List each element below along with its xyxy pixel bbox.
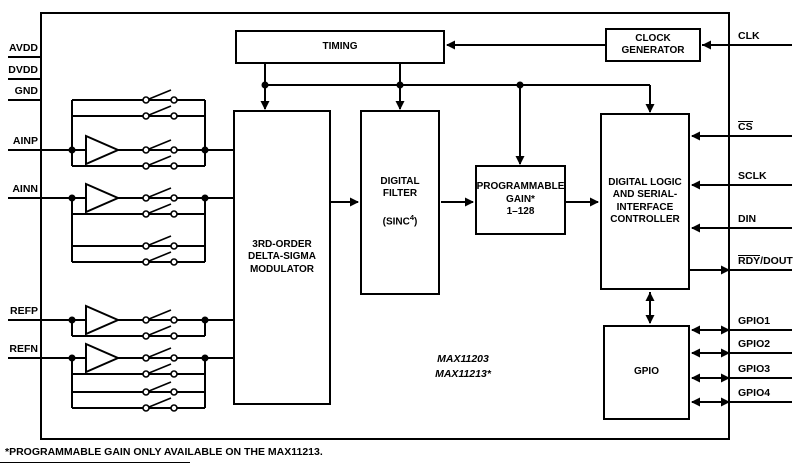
digital-filter-block: DIGITAL FILTER (SINC4): [360, 110, 440, 295]
digital-logic-label: DIGITAL LOGIC AND SERIAL- INTERFACE CONT…: [608, 176, 682, 226]
footnote: *PROGRAMMABLE GAIN ONLY AVAILABLE ON THE…: [5, 446, 323, 458]
digital-filter-label: DIGITAL FILTER (SINC4): [362, 163, 438, 241]
switch-icon: [142, 251, 178, 266]
switch-icon: [142, 325, 178, 340]
switch-icon: [142, 235, 178, 250]
pin-label-rdy-dout: RDY/DOUT: [738, 255, 793, 268]
pin-label-cs: CS: [738, 121, 753, 134]
wires: [8, 44, 792, 409]
rdy-overline-text: RDY: [738, 255, 761, 267]
part-numbers: MAX11203 MAX11213*: [435, 353, 491, 381]
clock-generator-label: CLOCK GENERATOR: [621, 32, 685, 57]
sinc-exponent: 4: [409, 213, 415, 223]
switch-icon: [142, 203, 178, 218]
pin-label-gpio1: GPIO1: [738, 315, 771, 327]
gpio-block: GPIO: [603, 325, 690, 420]
digital-filter-line2: (SINC4): [382, 213, 418, 228]
buffer-amp-icon: [85, 304, 121, 336]
pin-label-dvdd: DVDD: [8, 64, 38, 76]
pin-label-gpio3: GPIO3: [738, 363, 771, 375]
buffer-amp-icon: [85, 134, 121, 166]
digital-filter-line1: DIGITAL FILTER: [380, 175, 420, 200]
timing-block: TIMING: [235, 30, 445, 64]
pin-label-sclk: SCLK: [738, 170, 767, 182]
buffer-amp-icon: [85, 182, 121, 214]
pin-label-gpio2: GPIO2: [738, 338, 771, 350]
pin-label-din: DIN: [738, 213, 757, 225]
switch-icon: [142, 347, 178, 362]
programmable-gain-block: PROGRAMMABLE GAIN* 1–128: [475, 165, 566, 235]
switch-icon: [142, 309, 178, 324]
pin-label-refp: REFP: [9, 305, 38, 317]
chip-outline: [40, 12, 730, 440]
switch-icon: [142, 381, 178, 396]
switch-icon: [142, 363, 178, 378]
pin-label-ainn: AINN: [12, 183, 38, 195]
buffer-amp-icon: [85, 342, 121, 374]
dout-text: /DOUT: [760, 255, 793, 267]
programmable-gain-label: PROGRAMMABLE GAIN* 1–128: [476, 181, 565, 218]
gpio-label: GPIO: [633, 366, 659, 378]
pin-label-refn: REFN: [9, 343, 38, 355]
pin-label-avdd: AVDD: [9, 42, 38, 54]
switch-icon: [142, 155, 178, 170]
digital-logic-block: DIGITAL LOGIC AND SERIAL- INTERFACE CONT…: [600, 113, 690, 290]
switch-icon: [142, 187, 178, 202]
footnote-rule: [0, 462, 190, 463]
pin-label-gnd: GND: [14, 85, 38, 97]
switch-icon: [142, 89, 178, 104]
switch-icon: [142, 105, 178, 120]
modulator-label: 3RD-ORDER DELTA-SIGMA MODULATOR: [248, 238, 316, 275]
pin-label-gpio4: GPIO4: [738, 387, 771, 399]
switch-icon: [142, 397, 178, 412]
switch-icons: [142, 89, 178, 412]
clock-generator-block: CLOCK GENERATOR: [605, 28, 701, 62]
modulator-block: 3RD-ORDER DELTA-SIGMA MODULATOR: [233, 110, 331, 405]
junction-dots: [68, 81, 524, 362]
arrowheads: [260, 40, 730, 407]
pin-label-ainp: AINP: [12, 135, 38, 147]
buffer-amp-icons: [85, 134, 121, 374]
cs-overline-text: CS: [738, 121, 753, 133]
switch-icon: [142, 139, 178, 154]
timing-label: TIMING: [322, 40, 358, 52]
pin-label-clk: CLK: [738, 30, 760, 42]
